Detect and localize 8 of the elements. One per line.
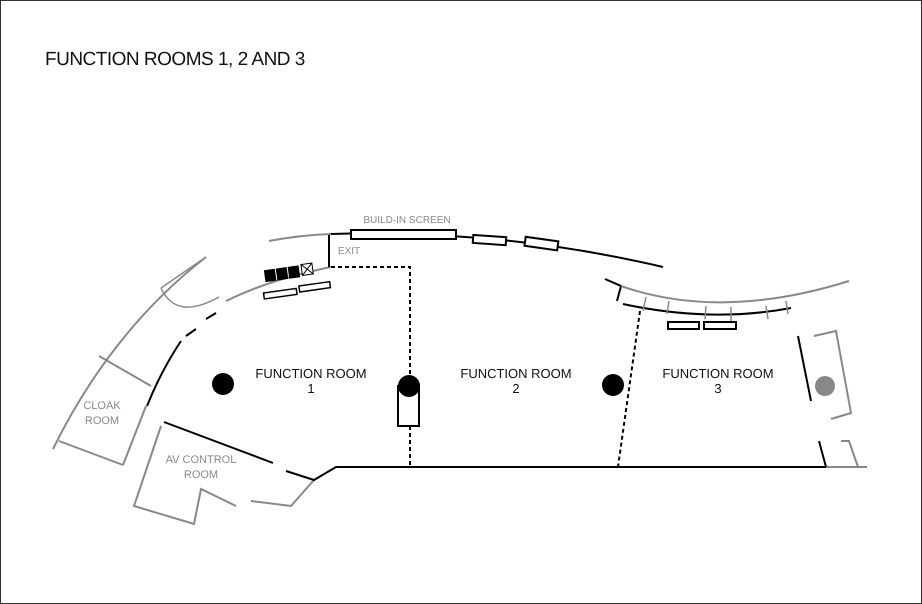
room-label: AV CONTROL ROOM: [164, 453, 238, 483]
plan-title: FUNCTION ROOMS 1, 2 AND 3: [45, 49, 305, 71]
screen-label: BUILD-IN SCREEN: [362, 214, 452, 228]
room-label: FUNCTION ROOM 3: [661, 366, 775, 396]
room-label: FUNCTION ROOM 1: [254, 366, 368, 396]
room-label: FUNCTION ROOM 2: [459, 366, 573, 396]
room-label: CLOAK ROOM: [82, 399, 122, 429]
exit-label: EXIT: [336, 245, 362, 259]
